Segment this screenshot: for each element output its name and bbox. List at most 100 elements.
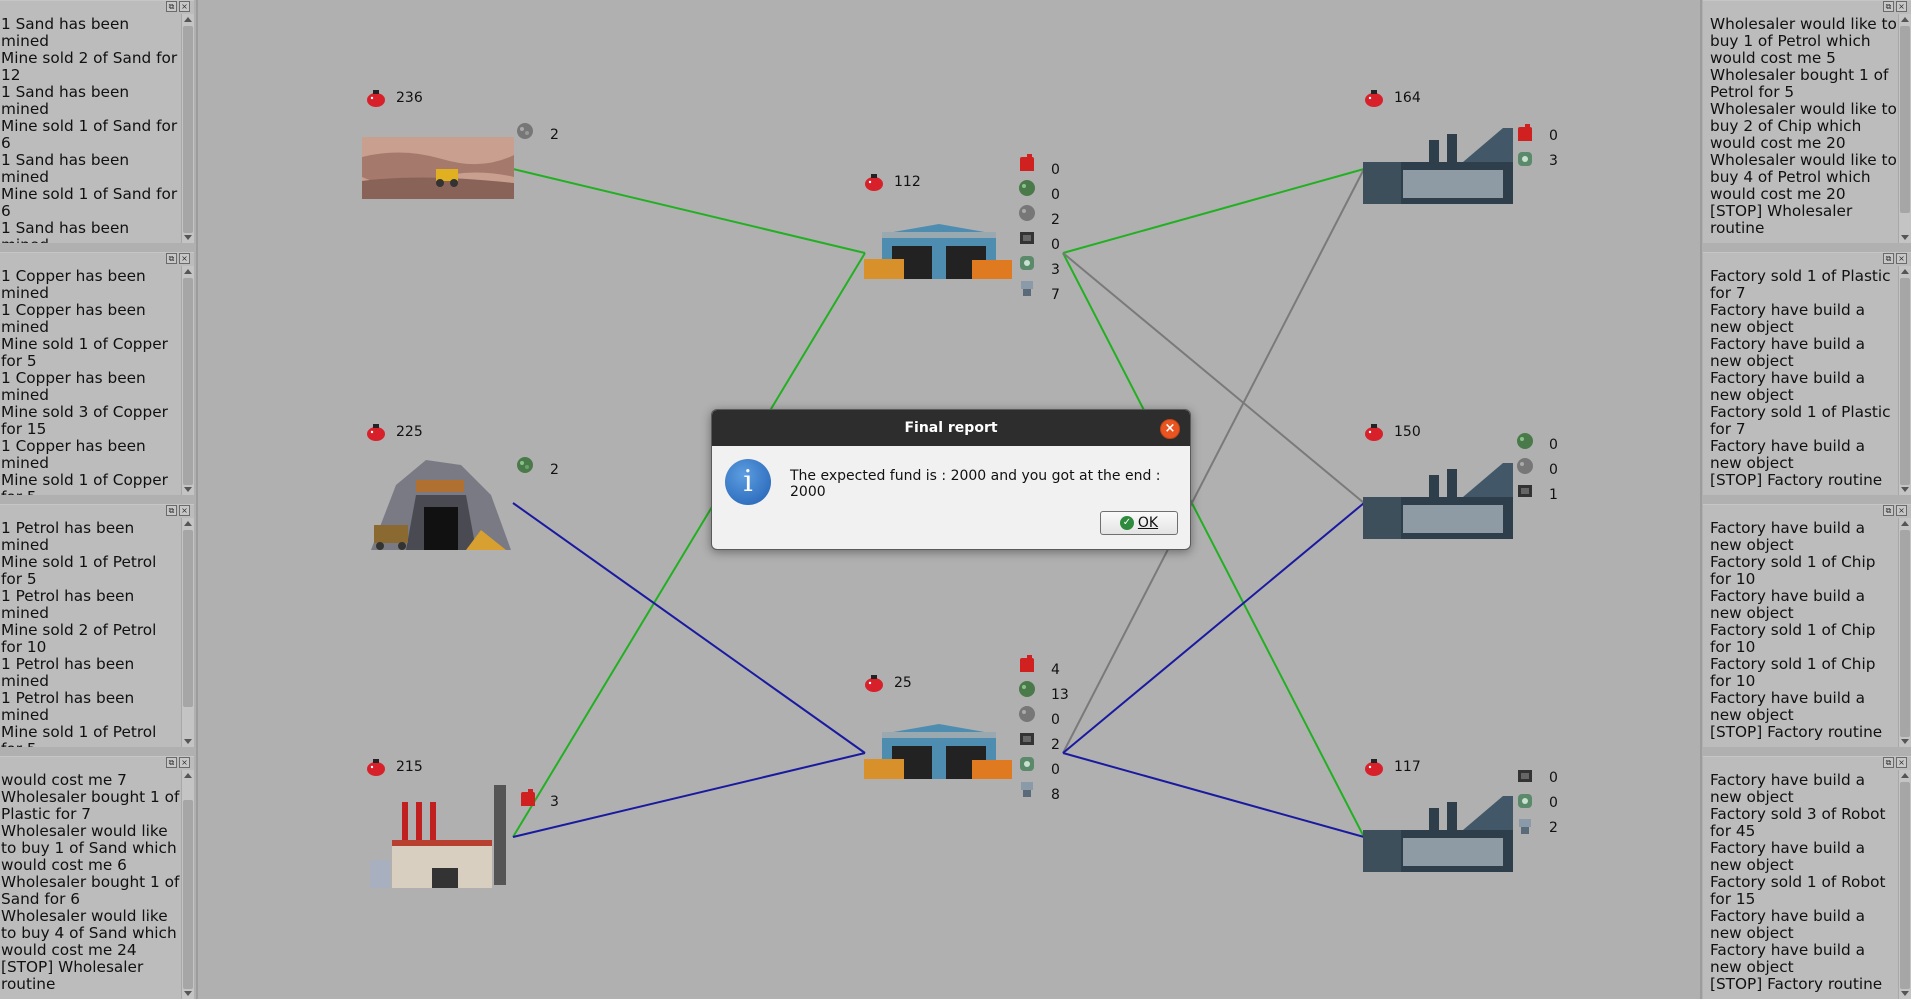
float-icon[interactable]: ⧉	[166, 757, 177, 768]
log-panel-factory-bottom: ⧉× Factory have build a new object Facto…	[1703, 756, 1911, 999]
log-panel-petrol-mine: ⧉× 1 Petrol has been mined Mine sold 1 o…	[0, 504, 194, 747]
close-icon[interactable]: ×	[1896, 1, 1907, 12]
panel-header: ⧉×	[0, 0, 194, 13]
piggy-bank-icon	[367, 90, 385, 107]
close-icon[interactable]: ×	[1896, 757, 1907, 768]
chip-icon	[1020, 733, 1034, 745]
panel-header: ⧉×	[1703, 504, 1911, 517]
petrol-mine-money: 215	[366, 757, 423, 777]
link-copper-warehouse-bottom	[512, 502, 866, 754]
factory-mid-image[interactable]	[1363, 455, 1513, 541]
sand-resource-icon	[517, 123, 533, 139]
scrollbar[interactable]	[181, 518, 194, 747]
scrollbar[interactable]	[1898, 770, 1911, 999]
link-warehouse-bottom-factory-top	[1062, 168, 1365, 754]
factory-mid-sand: 0	[1549, 462, 1558, 478]
plastic-icon	[1020, 757, 1034, 771]
log-panel-factory-mid: ⧉× Factory have build a new object Facto…	[1703, 504, 1911, 747]
close-icon[interactable]: ×	[1160, 419, 1180, 439]
factory-top-plastic: 3	[1549, 153, 1558, 169]
factory-top-image[interactable]	[1363, 120, 1513, 206]
factory-mid-copper: 0	[1549, 437, 1558, 453]
piggy-bank-icon	[367, 424, 385, 441]
warehouse-bottom-petrol: 4	[1051, 662, 1060, 678]
piggy-bank-icon	[865, 675, 883, 692]
panel-header: ⧉×	[0, 756, 194, 769]
float-icon[interactable]: ⧉	[166, 253, 177, 264]
close-icon[interactable]: ×	[179, 505, 190, 516]
right-dock-divider[interactable]	[1700, 0, 1702, 999]
sand-mine-image[interactable]	[362, 137, 514, 199]
robot-icon	[1021, 782, 1033, 797]
piggy-bank-icon	[1365, 90, 1383, 107]
close-icon[interactable]: ×	[179, 757, 190, 768]
petrol-icon	[1518, 124, 1532, 141]
close-icon[interactable]: ×	[179, 1, 190, 12]
link-petrol-warehouse-top	[512, 252, 866, 838]
link-petrol-warehouse-bottom	[512, 752, 866, 838]
float-icon[interactable]: ⧉	[1883, 505, 1894, 516]
warehouse-bottom-robot: 8	[1051, 787, 1060, 803]
petrol-resource-icon	[521, 789, 535, 806]
ok-button[interactable]: ✓ OK	[1100, 511, 1178, 535]
petrol-icon	[1020, 154, 1034, 171]
link-sand-warehouse-top	[512, 168, 866, 254]
warehouse-top-money: 112	[864, 172, 921, 192]
scrollbar[interactable]	[181, 266, 194, 495]
factory-bottom-image[interactable]	[1363, 788, 1513, 874]
close-icon[interactable]: ×	[179, 253, 190, 264]
sand-icon	[1517, 458, 1533, 474]
scrollbar[interactable]	[181, 14, 194, 243]
petrol-mine-stock: 3	[550, 794, 559, 810]
robot-icon	[1519, 819, 1531, 834]
chip-icon	[1020, 232, 1034, 244]
warehouse-top-image[interactable]	[864, 224, 1012, 282]
factory-top-money: 164	[1364, 88, 1421, 108]
float-icon[interactable]: ⧉	[1883, 253, 1894, 264]
log-panel-sand-mine: ⧉× 1 Sand has been mined Mine sold 2 of …	[0, 0, 194, 243]
float-icon[interactable]: ⧉	[1883, 1, 1894, 12]
copper-icon	[1517, 433, 1533, 449]
warehouse-bottom-copper: 13	[1051, 687, 1069, 703]
float-icon[interactable]: ⧉	[1883, 757, 1894, 768]
petrol-refinery-image[interactable]	[362, 780, 514, 892]
close-icon[interactable]: ×	[1896, 253, 1907, 264]
copper-icon	[1019, 180, 1035, 196]
factory-mid-chip: 1	[1549, 487, 1558, 503]
sand-icon	[1019, 205, 1035, 221]
link-warehouse-bottom-factory-mid	[1062, 502, 1365, 754]
scrollbar[interactable]	[1898, 14, 1911, 243]
float-icon[interactable]: ⧉	[166, 505, 177, 516]
robot-icon	[1021, 281, 1033, 296]
warehouse-top-sand: 2	[1051, 212, 1060, 228]
copper-mine-image[interactable]	[366, 455, 516, 553]
factory-bottom-plastic: 0	[1549, 795, 1558, 811]
sand-icon	[1019, 706, 1035, 722]
panel-header: ⧉×	[1703, 252, 1911, 265]
piggy-bank-icon	[1365, 424, 1383, 441]
close-icon[interactable]: ×	[1896, 505, 1907, 516]
copper-icon	[1019, 681, 1035, 697]
final-report-dialog: Final report × i The expected fund is : …	[711, 409, 1191, 550]
copper-resource-icon	[517, 457, 533, 473]
scrollbar[interactable]	[181, 770, 194, 999]
dialog-title: Final report	[904, 420, 998, 436]
scrollbar[interactable]	[1898, 518, 1911, 747]
warehouse-bottom-image[interactable]	[864, 724, 1012, 782]
plastic-icon	[1020, 256, 1034, 270]
log-text: 1 Petrol has been mined Mine sold 1 of P…	[1, 520, 157, 747]
log-text: Factory sold 1 of Plastic for 7 Factory …	[1710, 268, 1891, 489]
plastic-icon	[1518, 794, 1532, 808]
warehouse-bottom-chip: 2	[1051, 737, 1060, 753]
factory-bottom-money: 117	[1364, 757, 1421, 777]
left-dock-divider[interactable]	[196, 0, 198, 999]
piggy-bank-icon	[865, 174, 883, 191]
copper-mine-money: 225	[366, 422, 423, 442]
float-icon[interactable]: ⧉	[166, 1, 177, 12]
sand-mine-stock: 2	[550, 127, 559, 143]
log-panel-wholesaler-right: ⧉× Wholesaler would like to buy 1 of Pet…	[1703, 0, 1911, 243]
warehouse-bottom-plastic: 0	[1051, 762, 1060, 778]
scrollbar[interactable]	[1898, 266, 1911, 495]
dialog-title-bar[interactable]: Final report ×	[712, 410, 1190, 446]
chip-icon	[1518, 485, 1532, 497]
